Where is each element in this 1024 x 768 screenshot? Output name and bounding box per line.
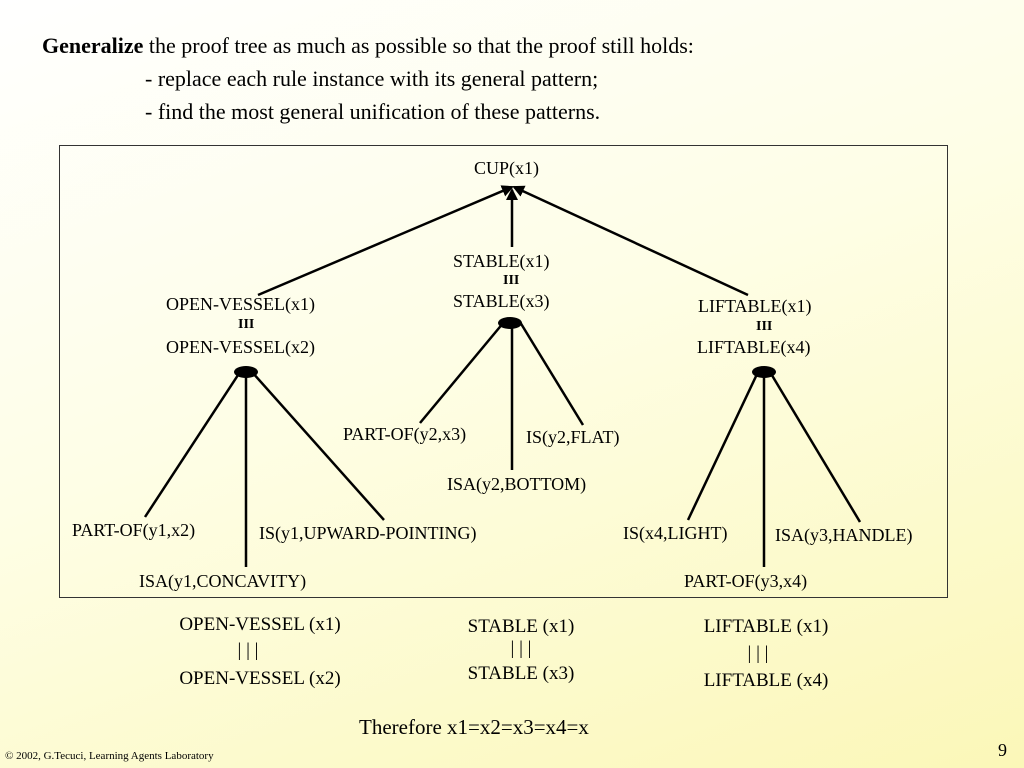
- summary-stable-eq: | | |: [510, 638, 532, 659]
- node-lift-x1: LIFTABLE(x1): [698, 296, 812, 316]
- node-stable-x3: STABLE(x3): [453, 291, 550, 311]
- node-stable-x1: STABLE(x1): [453, 251, 550, 271]
- junction-stable: [498, 317, 522, 329]
- node-stable-eq: III: [503, 273, 520, 288]
- footer-copyright: © 2002, G.Tecuci, Learning Agents Labora…: [5, 750, 214, 762]
- proof-tree-frame: [59, 145, 948, 598]
- summary-open-eq: | | |: [237, 640, 259, 661]
- node-open-x1: OPEN-VESSEL(x1): [166, 294, 315, 314]
- edge-isa-handle: [768, 371, 862, 523]
- edge-lift-to-cup: [512, 185, 749, 297]
- junction-lift: [752, 366, 776, 378]
- node-partof-y2: PART-OF(y2,x3): [343, 424, 467, 444]
- node-partof-y3: PART-OF(y3,x4): [684, 571, 808, 591]
- node-open-x2: OPEN-VESSEL(x2): [166, 337, 315, 357]
- summary-stable-x1: STABLE (x1): [467, 616, 575, 637]
- node-isa-concavity: ISA(y1,CONCAVITY): [139, 571, 307, 591]
- summary-lift-x4: LIFTABLE (x4): [703, 670, 829, 691]
- node-cup: CUP(x1): [474, 158, 540, 178]
- edge-is-upward: [251, 371, 385, 521]
- node-isa-bottom: ISA(y2,BOTTOM): [447, 474, 587, 494]
- intro-heading: Generalize the proof tree as much as pos…: [42, 30, 694, 62]
- summary-lift-x1: LIFTABLE (x1): [703, 616, 829, 637]
- edge-open-to-cup: [257, 185, 514, 297]
- node-partof-y1: PART-OF(y1,x2): [72, 520, 196, 540]
- intro-rest: the proof tree as much as possible so th…: [143, 33, 694, 58]
- node-lift-x4: LIFTABLE(x4): [697, 337, 811, 357]
- edge-partof-y2: [419, 321, 505, 424]
- node-lift-eq: III: [756, 319, 773, 334]
- summary-open-x2: OPEN-VESSEL (x2): [179, 668, 341, 689]
- node-isa-handle: ISA(y3,HANDLE): [775, 525, 913, 545]
- junction-open: [234, 366, 258, 378]
- node-is-light: IS(x4,LIGHT): [623, 523, 728, 543]
- intro-bullet-1: - replace each rule instance with its ge…: [145, 66, 599, 91]
- edge-is-light: [686, 371, 760, 521]
- summary-lift-eq: | | |: [747, 643, 769, 664]
- node-is-flat: IS(y2,FLAT): [526, 427, 620, 447]
- summary-stable-x3: STABLE (x3): [467, 663, 575, 684]
- intro-bullet-2: - find the most general unification of t…: [145, 99, 601, 124]
- conclusion: Therefore x1=x2=x3=x4=x: [359, 715, 589, 739]
- edge-is-flat: [518, 321, 585, 426]
- edge-partof-y1: [143, 371, 242, 518]
- page-number: 9: [998, 740, 1007, 760]
- node-is-upward: IS(y1,UPWARD-POINTING): [259, 523, 477, 543]
- node-open-eq: III: [238, 317, 255, 332]
- intro-bold-word: Generalize: [42, 33, 144, 58]
- summary-open-x1: OPEN-VESSEL (x1): [179, 614, 341, 635]
